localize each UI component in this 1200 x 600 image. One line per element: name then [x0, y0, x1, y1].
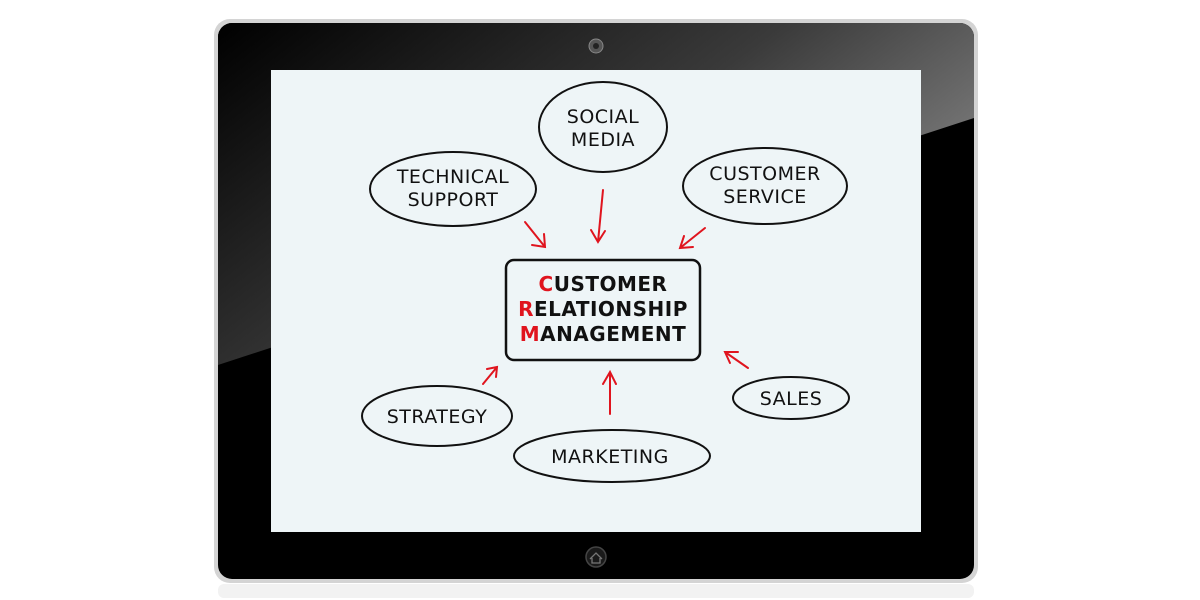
screen [271, 70, 921, 532]
node-label: MARKETING [551, 446, 669, 468]
camera-icon [588, 38, 604, 54]
arrow-customer-service [678, 227, 706, 250]
node-label: CUSTOMER [709, 163, 820, 185]
home-button-icon[interactable] [585, 546, 607, 568]
arrow-technical-support [524, 221, 547, 249]
crm-line-3: MANAGEMENT [520, 322, 687, 346]
node-label: SOCIAL [567, 106, 639, 128]
arrow-strategy [482, 365, 499, 385]
node-strategy: STRATEGY [361, 385, 513, 447]
tablet-reflection [218, 584, 974, 598]
crm-center-box: CUSTOMER RELATIONSHIP MANAGEMENT [504, 258, 702, 362]
node-technical-support: TECHNICAL SUPPORT [369, 151, 537, 227]
crm-line-1: CUSTOMER [539, 272, 668, 296]
crm-line-2: RELATIONSHIP [518, 297, 688, 321]
node-label: STRATEGY [387, 406, 488, 428]
node-label: SALES [760, 388, 823, 410]
node-label: SUPPORT [408, 189, 499, 211]
node-label: SERVICE [723, 186, 807, 208]
node-customer-service: CUSTOMER SERVICE [682, 147, 848, 225]
node-label: MEDIA [571, 129, 635, 151]
arrow-marketing [602, 369, 617, 415]
arrow-social-media [590, 189, 606, 244]
node-sales: SALES [732, 376, 850, 420]
arrow-sales [723, 351, 749, 369]
node-marketing: MARKETING [513, 429, 711, 483]
node-social-media: SOCIAL MEDIA [538, 81, 668, 173]
node-label: TECHNICAL [396, 166, 509, 188]
